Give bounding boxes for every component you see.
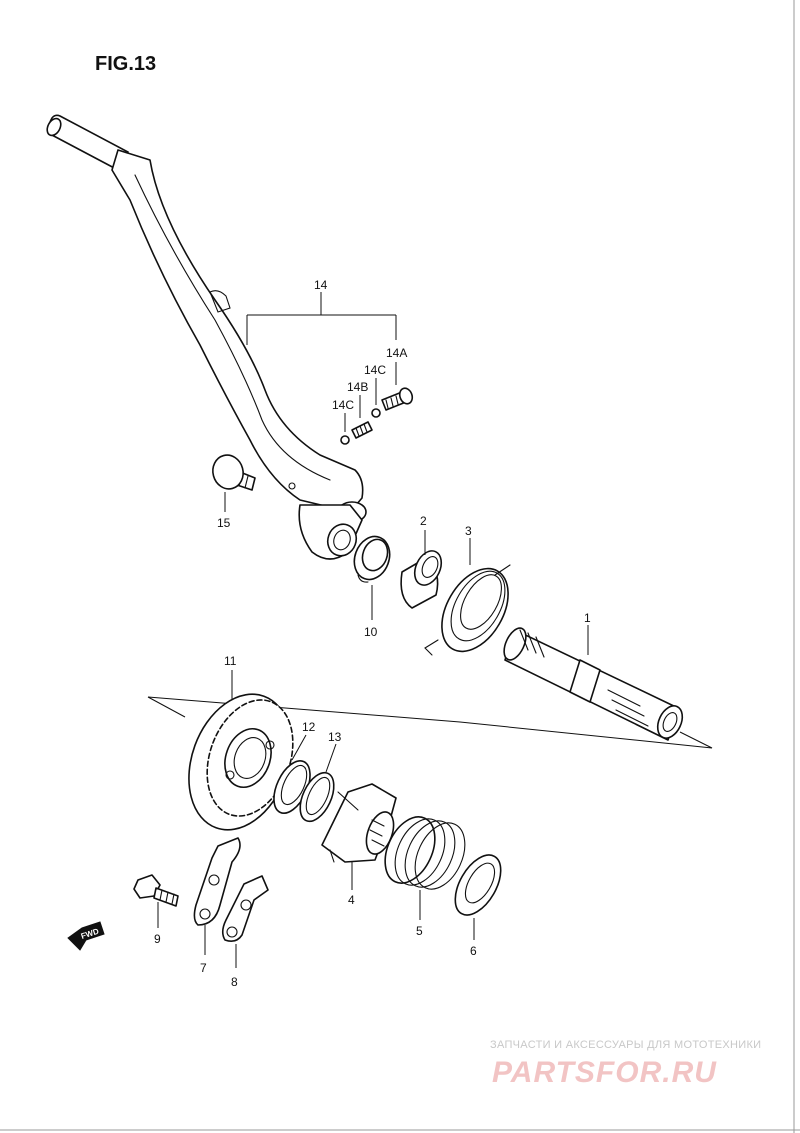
callout-2: 2: [420, 514, 427, 528]
spring-guide-2: [400, 550, 443, 609]
callout-9: 9: [154, 932, 161, 946]
spring-14b: [351, 421, 373, 439]
figure-title: FIG.13: [95, 53, 156, 75]
callout-8: 8: [231, 975, 238, 989]
callout-14c-lower: 14C: [332, 398, 354, 412]
kick-starter-ratchet-4: [321, 783, 397, 863]
callout-5: 5: [416, 924, 423, 938]
callout-14b: 14B: [347, 380, 368, 394]
lock-plate-8: [221, 875, 269, 942]
callout-14c-upper: 14C: [364, 363, 386, 377]
spring-5: [384, 816, 466, 890]
stopper-plate-7: [193, 837, 241, 926]
callout-15: 15: [217, 516, 231, 530]
callout-7: 7: [200, 961, 207, 975]
callout-12: 12: [302, 720, 316, 734]
kick-shaft-1: [503, 627, 684, 741]
callout-6: 6: [470, 944, 477, 958]
callout-4: 4: [348, 893, 355, 907]
kick-starter-lever: [46, 114, 367, 560]
starter-idle-gear-11: [188, 693, 294, 831]
bolt-14a: [381, 387, 414, 411]
return-spring-3: [424, 564, 511, 656]
callout-10: 10: [364, 625, 378, 639]
ball-14c-lower: [340, 435, 350, 445]
callout-1: 1: [584, 611, 591, 625]
ball-14c-upper: [371, 408, 381, 418]
callout-14a: 14A: [386, 346, 407, 360]
seal-10: [353, 535, 391, 583]
callout-14: 14: [314, 278, 328, 292]
bolt-15: [212, 454, 256, 491]
watermark-logo: PARTSFOR.RU: [492, 1056, 717, 1089]
forward-arrow-icon: FWD: [67, 921, 105, 951]
washer-6: [454, 854, 502, 916]
watermark-tagline: ЗАПЧАСТИ И АКСЕССУАРЫ ДЛЯ МОТОТЕХНИКИ: [490, 1039, 761, 1051]
callout-13: 13: [328, 730, 342, 744]
callout-3: 3: [465, 524, 472, 538]
axis-line: [147, 696, 713, 749]
leader-bracket-14: [246, 292, 397, 345]
bolt-9: [133, 874, 179, 907]
circlip-13: [299, 771, 335, 823]
callout-11: 11: [224, 654, 237, 668]
